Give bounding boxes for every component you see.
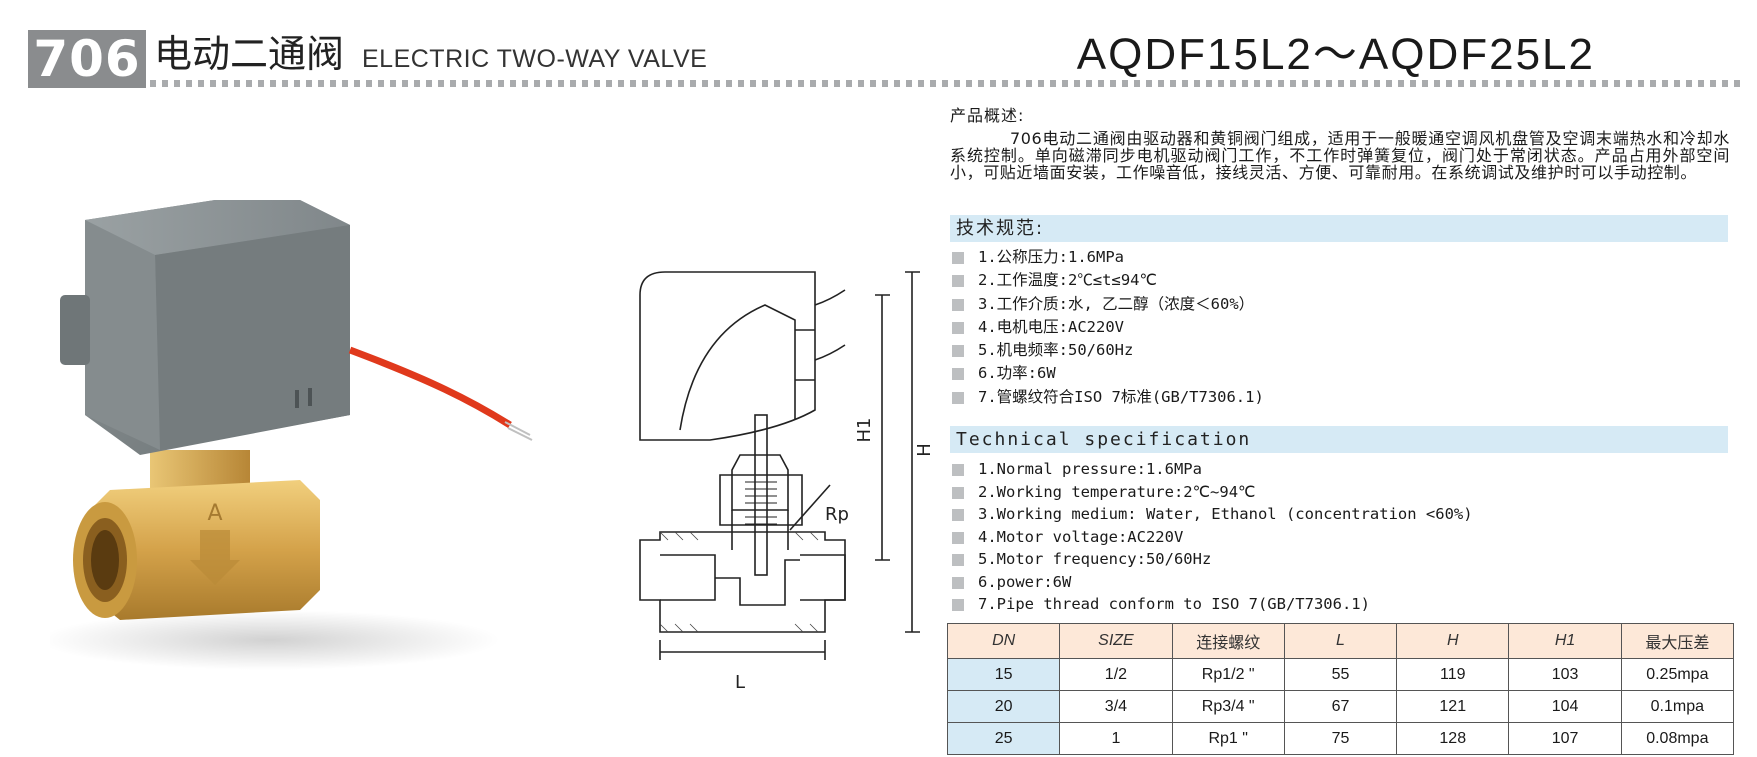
- cell-max-pressure: 0.08mpa: [1620, 722, 1735, 755]
- col-header-max-pressure: 最大压差: [1620, 623, 1735, 659]
- spec-heading-cn: 技术规范:: [950, 215, 1728, 242]
- bullet-icon: [952, 509, 964, 521]
- model-range: AQDF15L2～AQDF25L2: [1076, 30, 1595, 79]
- l-dimension-line: [659, 640, 826, 660]
- product-title-en: ELECTRIC TWO-WAY VALVE: [362, 45, 708, 73]
- list-item: 3.工作介质:水, 乙二醇（浓度＜60%）: [950, 293, 1264, 316]
- col-header-h1: H1: [1508, 623, 1622, 659]
- svg-text:A: A: [207, 501, 222, 526]
- cell-max-pressure: 0.1mpa: [1620, 690, 1735, 723]
- cell-l: 75: [1283, 722, 1398, 755]
- col-header-h: H: [1396, 623, 1510, 659]
- bullet-icon: [952, 345, 964, 358]
- list-item: 7.管螺纹符合ISO 7标准(GB/T7306.1): [950, 386, 1264, 409]
- bullet-icon: [952, 576, 964, 589]
- col-header-l: L: [1283, 623, 1398, 659]
- bullet-icon: [952, 599, 964, 611]
- cell-dn: 15: [946, 658, 1061, 691]
- list-item: 6.功率:6W: [950, 362, 1264, 385]
- actuator-inner-outline: [679, 304, 796, 431]
- list-item: 4.Motor voltage:AC220V: [950, 526, 1473, 549]
- label-l: L: [735, 672, 745, 693]
- overview-text: 706电动二通阀由驱动器和黄铜阀门组成，适用于一般暖通空调风机盘管及空调末端热水…: [950, 129, 1730, 182]
- cell-max-pressure: 0.25mpa: [1620, 658, 1735, 691]
- bullet-icon: [952, 368, 964, 381]
- col-header-size: SIZE: [1059, 623, 1173, 659]
- brass-valve-body: A: [73, 450, 320, 620]
- spec-list-cn: 1.公称压力:1.6MPa 2.工作温度:2℃≤t≤94℃ 3.工作介质:水, …: [950, 246, 1264, 409]
- actuator-outline: [639, 271, 816, 441]
- list-item: 7.Pipe thread conform to ISO 7(GB/T7306.…: [950, 593, 1473, 616]
- product-title-cn: 电动二通阀: [154, 32, 345, 76]
- cell-thread: Rp1 ": [1171, 722, 1285, 755]
- valve-dimension-drawing: H1 H Rp L: [639, 271, 935, 693]
- cell-l: 55: [1283, 658, 1398, 691]
- list-item: 2.工作温度:2℃≤t≤94℃: [950, 269, 1264, 292]
- cell-dn: 20: [946, 690, 1061, 723]
- label-h: H: [914, 443, 935, 457]
- cell-h1: 107: [1508, 722, 1622, 755]
- bullet-icon: [952, 391, 964, 404]
- table-row: 20 3/4 Rp3/4 " 67 121 104 0.1mpa: [946, 690, 1735, 723]
- list-item: 3.Working medium: Water, Ethanol (concen…: [950, 503, 1473, 526]
- bullet-icon: [952, 298, 964, 311]
- bullet-icon: [952, 464, 964, 476]
- cell-h1: 103: [1508, 658, 1622, 691]
- cell-h: 128: [1396, 722, 1510, 755]
- col-header-dn: DN: [946, 623, 1061, 659]
- cell-dn: 25: [946, 722, 1061, 755]
- table-row: 25 1 Rp1 " 75 128 107 0.08mpa: [946, 722, 1735, 755]
- label-rp: Rp: [825, 504, 849, 525]
- section-hatching: [659, 531, 819, 633]
- bullet-icon: [952, 486, 964, 499]
- series-code-badge: 706: [28, 30, 146, 88]
- spring-coils: [745, 474, 777, 525]
- actuator-housing: [60, 200, 350, 455]
- overview-label: 产品概述:: [950, 106, 1025, 125]
- valve-product-photo: A: [50, 200, 533, 670]
- model-dimension-table: DN SIZE 连接螺纹 L H H1 最大压差 15 1/2 Rp1/2 " …: [946, 623, 1735, 755]
- cell-size: 3/4: [1059, 690, 1173, 723]
- cell-size: 1/2: [1059, 658, 1173, 691]
- cell-thread: Rp3/4 ": [1171, 690, 1285, 723]
- cell-l: 67: [1283, 690, 1398, 723]
- bullet-icon: [952, 275, 964, 288]
- list-item: 1.公称压力:1.6MPa: [950, 246, 1264, 269]
- page-header: 706 电动二通阀 ELECTRIC TWO-WAY VALVE AQDF15L…: [0, 0, 1757, 95]
- col-header-thread: 连接螺纹: [1171, 623, 1285, 659]
- floor-shadow: [50, 610, 500, 670]
- list-item: 1.Normal pressure:1.6MPa: [950, 458, 1473, 481]
- h1-dimension-line: [875, 294, 890, 561]
- valve-stem: [754, 414, 768, 576]
- power-wire: [348, 346, 512, 428]
- bullet-icon: [952, 554, 964, 566]
- cell-h: 119: [1396, 658, 1510, 691]
- valve-body-outline: [639, 531, 846, 633]
- header-dotted-rule: [150, 80, 1745, 87]
- label-h1: H1: [854, 418, 875, 443]
- bullet-icon: [952, 321, 964, 334]
- cell-h: 121: [1396, 690, 1510, 723]
- bullet-icon: [952, 531, 964, 544]
- spec-heading-en: Technical specification: [950, 426, 1728, 453]
- cell-h1: 104: [1508, 690, 1622, 723]
- list-item: 4.电机电压:AC220V: [950, 316, 1264, 339]
- table-header-row: DN SIZE 连接螺纹 L H H1 最大压差: [946, 623, 1735, 659]
- list-item: 5.机电频率:50/60Hz: [950, 339, 1264, 362]
- table-row: 15 1/2 Rp1/2 " 55 119 103 0.25mpa: [946, 658, 1735, 691]
- bullet-icon: [952, 252, 964, 264]
- h-dimension-line: [905, 271, 920, 633]
- cell-size: 1: [1059, 722, 1173, 755]
- list-item: 6.power:6W: [950, 571, 1473, 594]
- list-item: 5.Motor frequency:50/60Hz: [950, 548, 1473, 571]
- list-item: 2.Working temperature:2℃~94℃: [950, 481, 1473, 504]
- spec-list-en: 1.Normal pressure:1.6MPa 2.Working tempe…: [950, 458, 1473, 616]
- cell-thread: Rp1/2 ": [1171, 658, 1285, 691]
